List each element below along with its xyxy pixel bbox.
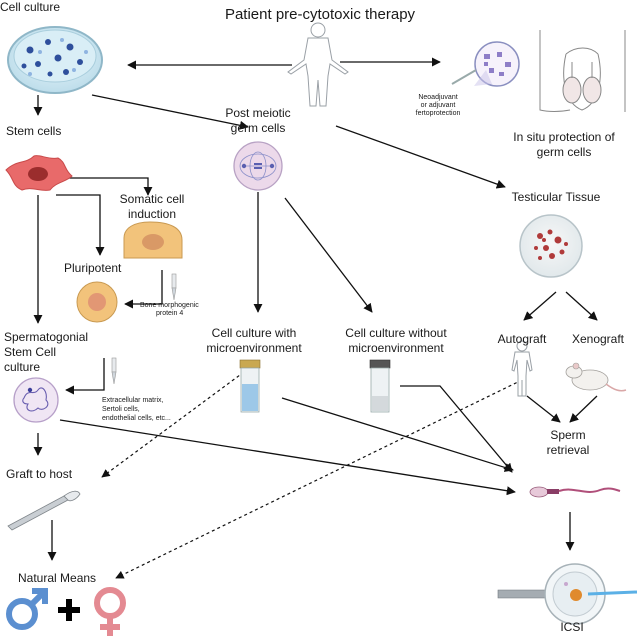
- arrow-stem-pluripotent: [56, 194, 105, 256]
- label-ecm-3: endothelial cells, etc...: [102, 415, 171, 422]
- arrow-ecm-ssc: [65, 358, 105, 395]
- label-cc-with-2: microenvironment: [206, 341, 302, 355]
- female-symbol-icon: [94, 587, 126, 636]
- scalpel-icon: [7, 490, 81, 531]
- somatic-cell-icon: [123, 221, 183, 259]
- arrow-autograft-sperm: [526, 395, 561, 423]
- label-ssc-2: Stem Cell: [4, 345, 57, 359]
- label-neo-1: Neoadjuvant: [418, 94, 458, 101]
- dashed-ccwith-graft: [101, 371, 245, 478]
- label-somatic-1: Somatic cell: [119, 192, 185, 206]
- label-graft-to-host: Graft to host: [6, 467, 73, 481]
- arrow-xenograft-sperm: [569, 395, 598, 423]
- label-stem-cells: Stem cells: [6, 124, 62, 138]
- arrow-patient-testicular: [335, 125, 506, 189]
- male-symbol-icon: [6, 588, 48, 630]
- autograft-figure-icon: [511, 340, 533, 397]
- label-ssc-1: Spermatogonial: [4, 330, 89, 344]
- label-cell-culture: Cell culture: [0, 0, 61, 14]
- stem-cell-icon: [5, 155, 73, 191]
- label-ecm-2: Sertoli cells,: [102, 406, 140, 413]
- label-icsi: ICSI: [560, 620, 584, 634]
- neoadjuvant-icon: [451, 41, 520, 87]
- pipette-icon: [171, 273, 177, 301]
- plus-icon: [58, 599, 80, 621]
- arrow-ssc-sperm: [59, 419, 516, 496]
- petri-dish-icon: [7, 26, 103, 94]
- label-neo-2: or adjuvant: [420, 102, 456, 109]
- label-post-meiotic-2: germ cells: [230, 121, 286, 135]
- arrow-ccwith-sperm: [281, 397, 514, 472]
- arrow-germ-ccwithout: [284, 197, 373, 313]
- label-pluripotent: Pluripotent: [64, 261, 122, 275]
- label-cc-without-1: Cell culture without: [345, 326, 447, 340]
- label-sperm-1: Sperm: [550, 428, 586, 442]
- arrow-stem-somatic: [62, 177, 153, 196]
- page-title: Patient pre-cytotoxic therapy: [224, 6, 416, 23]
- ssc-colony-icon: [13, 377, 59, 423]
- arrows: [33, 57, 598, 561]
- arrow-culture-postmeiotic: [91, 94, 249, 130]
- testis-anatomy-icon: [539, 30, 626, 112]
- arrow-ccwithout-sperm: [400, 385, 513, 473]
- label-post-meiotic-1: Post meiotic: [225, 106, 291, 120]
- label-insitu-2: germ cells: [536, 145, 592, 159]
- label-xenograft: Xenograft: [571, 332, 625, 346]
- label-natural-means: Natural Means: [18, 571, 97, 585]
- ecm-pipette-icon: [111, 357, 117, 385]
- label-sperm-2: retrieval: [546, 443, 590, 457]
- human-figure-icon: [287, 22, 349, 107]
- sperm-icon: [529, 486, 621, 498]
- oocyte-icsi-icon: [497, 563, 637, 625]
- tissue-dish-icon: [519, 214, 583, 278]
- mouse-icon: [565, 362, 627, 392]
- label-ssc-3: culture: [4, 360, 41, 374]
- label-cc-with-1: Cell culture with: [211, 326, 297, 340]
- arrow-testicular-xenograft: [565, 291, 598, 321]
- label-cc-without-2: microenvironment: [348, 341, 444, 355]
- pluripotent-cell-icon: [76, 281, 118, 323]
- arrow-testicular-autograft: [523, 291, 557, 321]
- label-ecm-1: Extracellular matrix,: [102, 397, 164, 404]
- label-bmp-2: protein 4: [156, 310, 184, 317]
- label-insitu-1: In situ protection of: [513, 130, 615, 144]
- label-somatic-2: induction: [127, 207, 177, 221]
- germ-cell-icon: [233, 141, 283, 191]
- label-neo-3: fertoprotection: [415, 110, 461, 117]
- culture-vial-empty-icon: [369, 359, 391, 413]
- label-testicular: Testicular Tissue: [511, 190, 601, 204]
- arrow-bmp-pluripotent: [124, 270, 163, 309]
- label-autograft: Autograft: [497, 332, 547, 346]
- dashed-arrows: [101, 371, 523, 579]
- culture-vial-icon: [239, 359, 261, 413]
- label-bmp-1: Bone morphogenic: [140, 302, 199, 309]
